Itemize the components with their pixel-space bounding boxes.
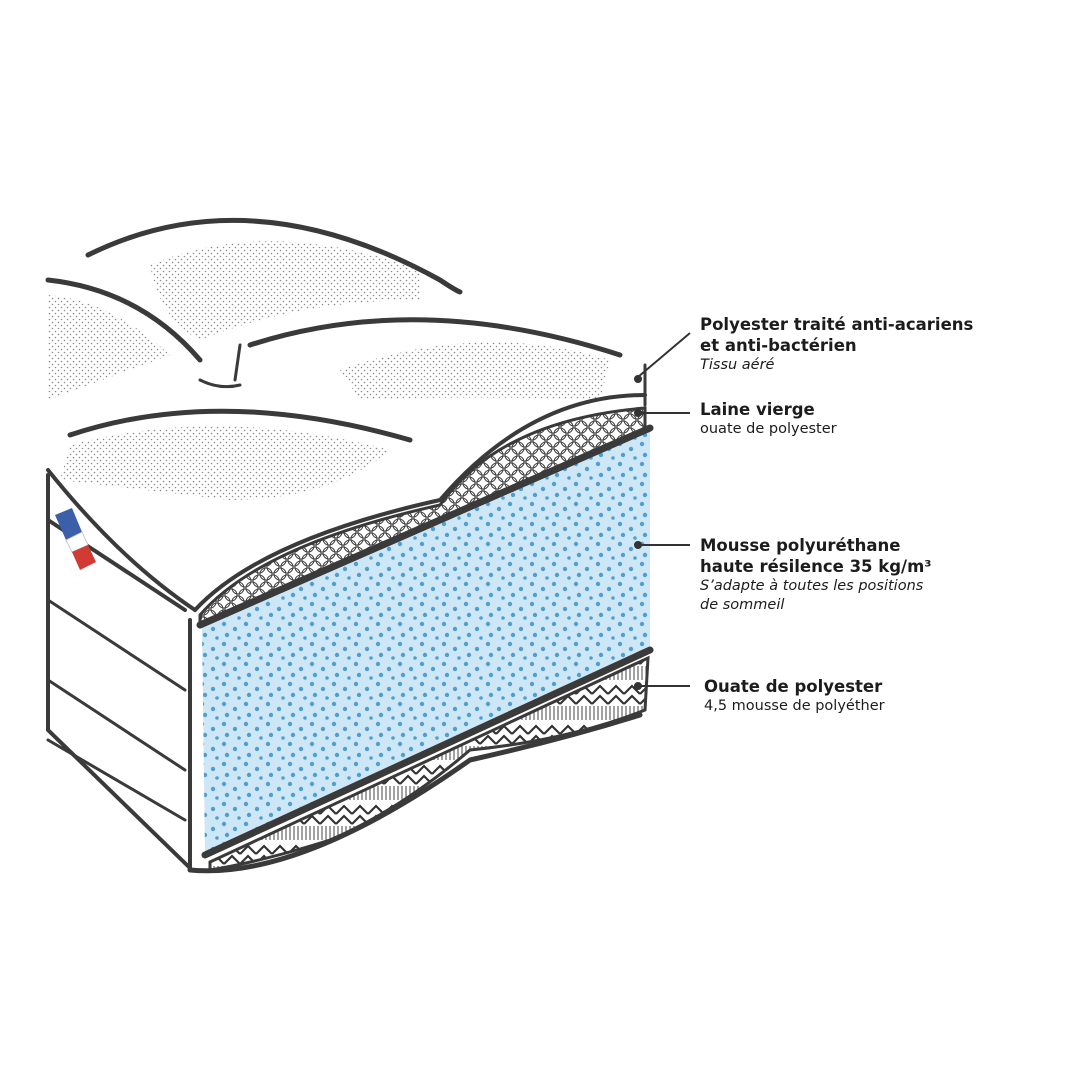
layer-subtitle: de sommeil [700,597,785,613]
french-flag-tag [55,508,96,570]
layer-title-line: et anti-bactérien [700,336,857,355]
layer-title-line: haute résilence 35 kg/m³ [700,557,932,576]
layer-label-wool: Laine vierge ouate de polyester [700,399,837,439]
layer-subtitle: ouate de polyester [700,421,837,437]
top-quilted-cushions [45,217,647,612]
layer-subtitle: Tissu aéré [700,357,775,373]
mattress-side-panel [46,473,643,874]
wool-layer [198,406,647,628]
leader-lines [634,332,691,690]
layer-title-line: Ouate de polyester [704,677,883,696]
layer-label-cover: Polyester traité anti-acariens et anti-b… [700,314,973,375]
leader-dot-foam [634,541,642,549]
foam-layer [196,424,654,859]
layer-title-line: Polyester traité anti-acariens [700,315,974,334]
layer-subtitle: S’adapte à toutes les positions [700,578,924,594]
layer-subtitle: 4,5 mousse de polyéther [704,698,885,714]
leader-dot-cover [634,375,642,383]
layer-title-line: Mousse polyuréthane [700,536,901,555]
layer-label-foam: Mousse polyuréthane haute résilence 35 k… [700,535,932,615]
layer-title-line: Laine vierge [700,400,815,419]
leader-line-cover [637,332,691,378]
leader-dot-wool [634,409,642,417]
layer-label-bottom: Ouate de polyester 4,5 mousse de polyéth… [704,676,885,716]
leader-dot-bottom [634,682,642,690]
